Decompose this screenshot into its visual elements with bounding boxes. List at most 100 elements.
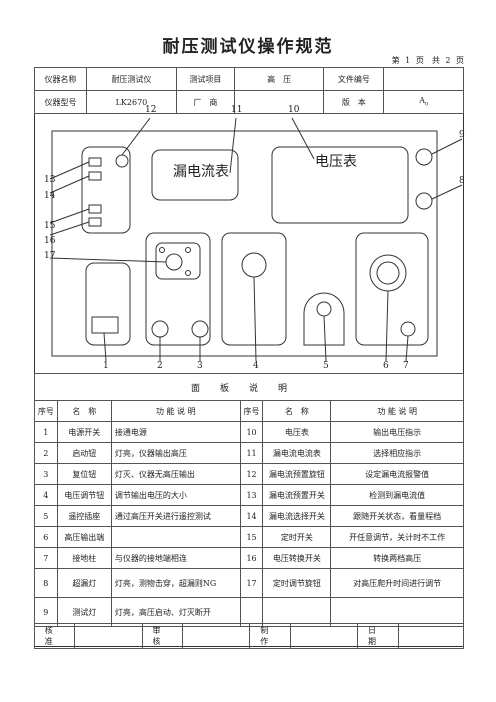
header-cell: 测试项目 [175,67,235,91]
hv-output-box [355,232,429,346]
header-cell: A0 [383,90,464,114]
legend-cell: 调节输出电压的大小 [110,484,241,506]
voltage-knob-box [221,232,287,346]
callout-15: 15 [44,221,56,231]
legend-cell: 跟随开关状态，看量程档 [330,505,464,527]
legend-table: 序号 名 称 功 能 说 明 序号 名 称 功 能 说 明 1 电源开关 接通电… [34,400,464,627]
leader-16 [49,221,90,236]
leader-5 [323,315,327,362]
knob-12 [115,154,129,168]
legend-cell: 11 [239,442,264,464]
hv-output-terminal [369,254,407,292]
callout-6: 6 [383,361,389,371]
leader-13 [49,161,90,180]
sign-field [74,623,143,649]
legend-cell: 4 [34,484,58,506]
legend-cell: 复位钮 [56,463,112,485]
legend-cell: 与仪器的接地端相连 [110,547,241,569]
start-reset-box [145,232,211,346]
legend-cell: 电源开关 [56,421,112,443]
page-info: 第 1 页 共 2 页 [391,56,464,65]
diagram-svg [49,117,463,362]
header-cell: 版 本 [323,90,385,114]
legend-row: 6 高压输出端 15 定时开关 开任意调节，关计时不工作 [34,526,464,548]
legend-row: 4 电压调节钮 调节输出电压的大小 13 漏电流预置开关 检测到漏电流值 [34,484,464,506]
header-cell [233,90,325,114]
sign-field [289,623,359,649]
header-cell: 文件编号 [323,67,385,91]
legend-cell: 灯亮，仪器输出高压 [110,442,241,464]
header-cell: 高 压 [233,67,325,91]
legend-header-row: 序号 名 称 功 能 说 明 序号 名 称 功 能 说 明 [34,400,464,422]
power-switch [91,316,119,334]
legend-cell: 定时开关 [262,526,332,548]
callout-13: 13 [44,175,56,185]
panel-diagram: 漏电流表 电压表 12 11 10 9 8 13 14 15 16 17 1 2… [34,105,465,373]
legend-header: 序号 [34,400,58,422]
leader-15 [49,208,90,224]
legend-cell: 8 [34,568,58,598]
switch-15 [88,204,102,214]
legend-cell: 电压调节钮 [56,484,112,506]
legend-cell: 超漏灯 [56,568,112,598]
legend-row: 8 超漏灯 灯亮，测物击穿，超漏则NG 17 定时调节旋钮 对高压爬升时间进行调… [34,568,464,598]
dot [185,270,191,276]
document-title: 耐压测试仪操作规范 [162,37,334,57]
legend-cell: 16 [239,547,264,569]
leak-meter-box [151,149,239,201]
leader-9 [431,138,463,155]
legend-header: 功 能 说 明 [110,400,241,422]
legend-cell: 5 [34,505,58,527]
callout-9: 9 [459,130,465,140]
callout-2: 2 [157,361,163,371]
header-cell: 厂 商 [175,90,235,114]
switch-16 [88,217,102,227]
knob-17 [165,253,183,271]
legend-cell: 接通电源 [110,421,241,443]
panel-section-title: 面板说明 [34,373,464,401]
legend-cell: 输出电压指示 [330,421,464,443]
sign-label: 日期 [357,623,399,649]
legend-row: 3 复位钮 灯灭、仪器无高压输出 12 漏电流预置旋钮 设定漏电流报警值 [34,463,464,485]
signature-row: 核准 审核 制作 日期 [33,623,465,649]
legend-cell: 开任意调节，关计时不工作 [330,526,464,548]
sign-field [397,623,465,649]
leader-7 [405,335,409,362]
header-row: 仪器名称 耐压测试仪 测试项目 高 压 文件编号 [33,67,464,91]
leader-11 [229,117,237,174]
ground-post [400,321,416,337]
legend-cell: 1 [34,421,58,443]
callout-16: 16 [44,236,56,246]
front-panel-outline [51,130,438,357]
legend-cell: 电压表 [262,421,332,443]
legend-cell: 10 [239,421,264,443]
header-table: 仪器名称 耐压测试仪 测试项目 高 压 文件编号 仪器型号 LK2670 厂 商… [33,67,464,114]
legend-cell: 灯灭、仪器无高压输出 [110,463,241,485]
leader-8 [431,184,463,200]
sign-field [182,623,251,649]
legend-cell: 测试灯 [56,597,112,627]
dot [185,247,191,253]
callout-10: 10 [288,105,300,115]
legend-cell: 设定漏电流报警值 [330,463,464,485]
sign-label: 核准 [33,623,76,649]
hv-output-inner [376,261,400,285]
leader-6 [385,290,389,362]
legend-header: 序号 [239,400,264,422]
switch-13 [88,157,102,167]
legend-cell: 3 [34,463,58,485]
legend-cell: 转换两档高压 [330,547,464,569]
sign-label: 制作 [249,623,291,649]
lamp-9 [415,148,433,166]
legend-cell: 对高压爬升时间进行调节 [330,568,464,598]
legend-row: 2 启动钮 灯亮，仪器输出高压 11 漏电流电流表 选择相应指示 [34,442,464,464]
header-cell: 仪器型号 [33,90,88,114]
volt-meter-box [271,146,409,224]
callout-7: 7 [403,361,409,371]
lamp-8 [415,192,433,210]
legend-row: 1 电源开关 接通电源 10 电压表 输出电压指示 [34,421,464,443]
legend-cell: 漏电流预置旋钮 [262,463,332,485]
legend-cell: 13 [239,484,264,506]
legend-cell: 漏电流电流表 [262,442,332,464]
legend-row: 7 接地柱 与仪器的接地端相连 16 电压转换开关 转换两档高压 [34,547,464,569]
